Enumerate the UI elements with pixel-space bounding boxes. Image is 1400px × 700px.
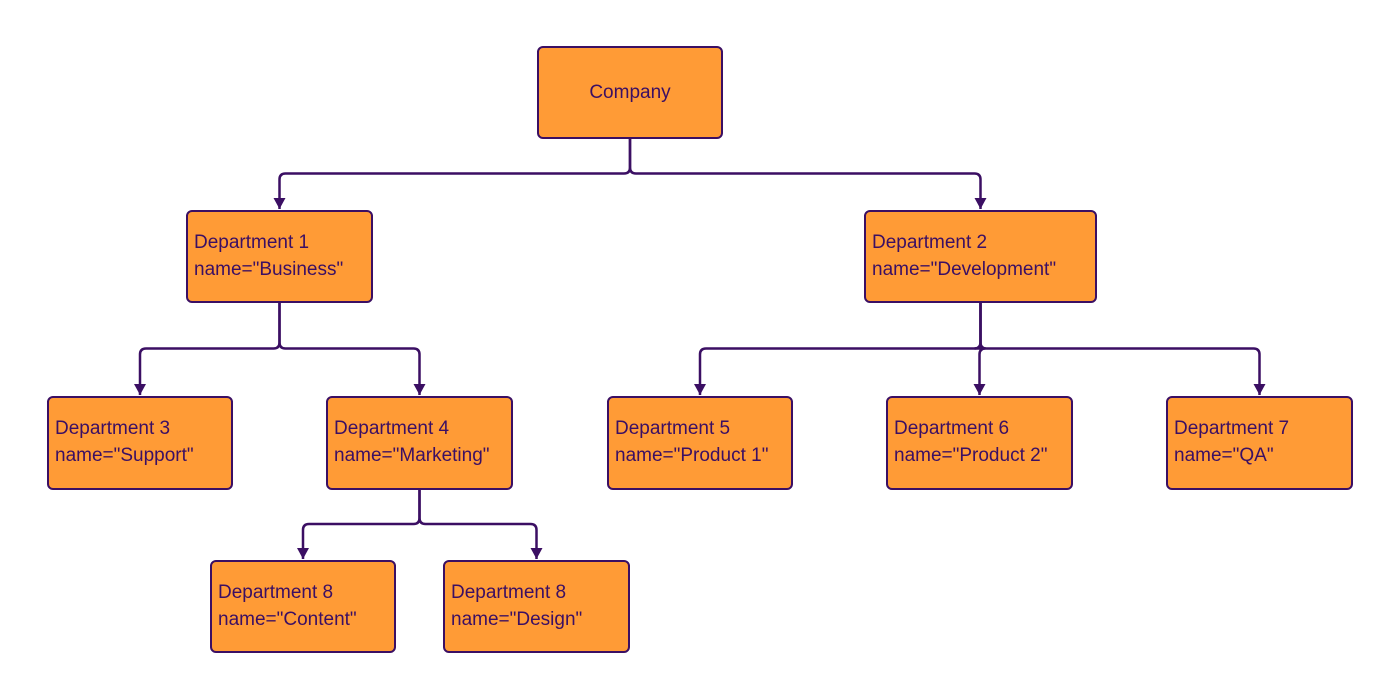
node-department-3: Department 3 name="Support"	[47, 396, 233, 490]
connector-dept4-to-dept8a	[297, 490, 421, 559]
node-department-5: Department 5 name="Product 1"	[607, 396, 793, 490]
node-department-8-design-name: name="Design"	[451, 609, 583, 630]
node-department-7-name: name="QA"	[1174, 445, 1274, 466]
node-department-8-content-name: name="Content"	[218, 609, 357, 630]
connector-dept1-to-dept3	[134, 303, 281, 395]
node-department-4-name: name="Marketing"	[334, 445, 490, 466]
node-company-label: Company	[589, 82, 671, 103]
node-department-8-design: Department 8 name="Design"	[443, 560, 630, 653]
node-department-2-title: Department 2	[872, 232, 988, 253]
node-department-5-title: Department 5	[615, 418, 731, 439]
node-department-3-name: name="Support"	[55, 445, 194, 466]
node-department-1: Department 1 name="Business"	[186, 210, 373, 303]
connector-dept4-to-dept8b	[418, 490, 543, 559]
connector-dept2-to-dept5	[694, 303, 982, 395]
node-department-1-title: Department 1	[194, 232, 310, 253]
node-department-7: Department 7 name="QA"	[1166, 396, 1353, 490]
node-department-6-name: name="Product 2"	[894, 445, 1048, 466]
node-department-5-name: name="Product 1"	[615, 445, 769, 466]
node-department-4: Department 4 name="Marketing"	[326, 396, 513, 490]
connector-dept1-to-dept4	[278, 303, 426, 395]
connector-company-to-dept1	[273, 139, 632, 209]
node-department-2-name: name="Development"	[872, 259, 1057, 280]
node-department-1-name: name="Business"	[194, 259, 344, 280]
node-department-8-content-title: Department 8	[218, 582, 334, 603]
node-department-6: Department 6 name="Product 2"	[886, 396, 1073, 490]
node-department-6-title: Department 6	[894, 418, 1010, 439]
node-company: Company	[537, 46, 723, 139]
node-department-2: Department 2 name="Development"	[864, 210, 1097, 303]
node-department-7-title: Department 7	[1174, 418, 1290, 439]
node-department-3-title: Department 3	[55, 418, 171, 439]
connector-company-to-dept2	[628, 139, 987, 209]
connector-dept2-to-dept7	[979, 303, 1266, 395]
node-department-4-title: Department 4	[334, 418, 450, 439]
node-department-8-design-title: Department 8	[451, 582, 567, 603]
node-department-8-content: Department 8 name="Content"	[210, 560, 396, 653]
